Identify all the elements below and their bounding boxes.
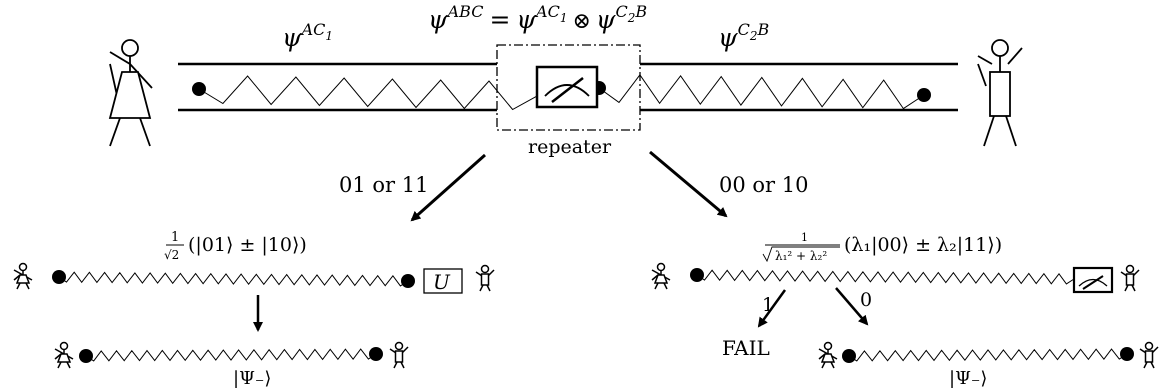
psi-minus-left: |Ψ₋⟩ [233,368,271,389]
entanglement-link-right-branch [696,269,1075,285]
entanglement-link-final-left [85,348,377,362]
lambda-denominator: λ₁² + λ₂² [775,249,827,263]
person-alice-small-icon [818,341,838,369]
frac-num-left: 1 [171,230,179,245]
repeater-box [496,44,641,131]
branch-right-label: 00 or 10 [719,173,808,197]
arrow-to-fail [757,289,787,328]
psi-ac1-label: ψAC1 [282,20,333,52]
person-bob-small-icon [475,264,495,292]
unitary-gate-box [423,268,463,294]
outcome-zero-label: 0 [860,289,872,311]
qubit-dot [401,274,415,288]
unitary-gate-label: U [433,270,451,294]
right-branch: 1 λ₁² + λ₂² (λ₁|00⟩ ± λ₂|11⟩) 1 0 FAIL |… [690,231,1134,389]
qubit-dot [369,347,383,361]
sqrt-sign [762,246,840,263]
small-people [13,262,1159,369]
qubit-dot [690,268,704,282]
entanglement-link-left-branch [58,271,409,287]
state-right-label: (λ₁|00⟩ ± λ₂|11⟩) [844,234,1002,256]
psi-c2b-label: ψC2B [718,20,770,52]
branch-left-label: 01 or 11 [339,173,428,197]
left-branch: 1 √2 (|01⟩ ± |10⟩) U |Ψ₋⟩ [52,230,463,389]
qubit-dot [842,349,856,363]
arrow-to-left-branch [410,153,486,222]
person-alice-icon [108,39,153,147]
top-channel [178,62,958,112]
frac-num-right: 1 [801,231,808,244]
entanglement-link-right [598,74,925,110]
psi-abc-equation: ψABC=ψAC1⊗ψC2B [428,2,647,34]
person-alice-small-icon [54,341,74,369]
arrow-to-success [835,287,869,326]
entanglement-link-final-right [848,348,1128,362]
measurement-device-icon [1072,266,1114,294]
person-bob-small-icon [1120,264,1140,292]
person-alice-small-icon [651,262,671,290]
qubit-dot [79,349,93,363]
person-bob-small-icon [1139,341,1159,369]
fail-label: FAIL [722,336,770,360]
qubit-dot [1120,347,1134,361]
state-left-label: (|01⟩ ± |10⟩) [188,234,307,256]
psi-minus-right: |Ψ₋⟩ [949,368,987,389]
person-bob-small-icon [389,341,409,369]
qubit-a-dot [192,82,206,96]
person-bob-icon [977,39,1023,147]
outcome-one-label: 1 [762,294,774,316]
measurement-device-icon [535,65,599,109]
sqrt2-label: √2 [164,248,179,262]
arrow-to-right-branch [649,150,728,218]
person-alice-small-icon [13,262,33,290]
entanglement-link-left [198,75,538,111]
qubit-b-dot [917,88,931,102]
repeater-label: repeater [528,136,612,158]
qubit-dot [52,270,66,284]
